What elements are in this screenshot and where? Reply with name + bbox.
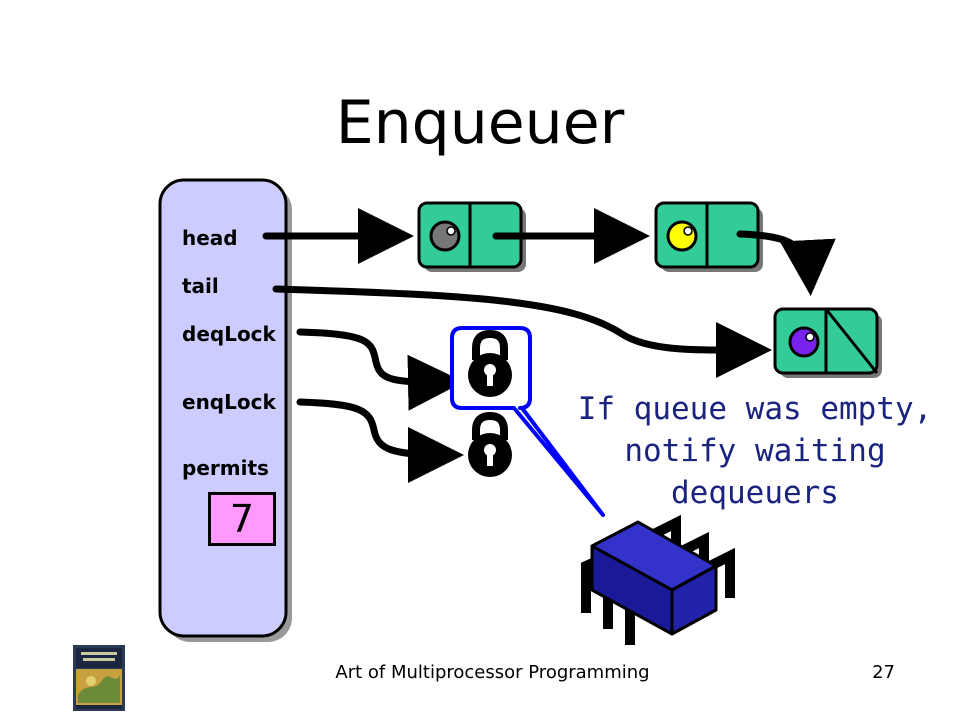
footer-title: Art of Multiprocessor Programming bbox=[335, 662, 650, 683]
queue-node-3 bbox=[773, 307, 882, 378]
queue-node-2 bbox=[654, 201, 763, 272]
permits-counter: 7 bbox=[208, 492, 276, 546]
slide-title: Enqueuer bbox=[335, 88, 625, 158]
page-number: 27 bbox=[872, 662, 895, 683]
book-cover-icon bbox=[73, 645, 125, 711]
lock-icon bbox=[468, 411, 512, 477]
queue-node-1 bbox=[417, 201, 526, 272]
field-head: head bbox=[182, 226, 238, 250]
callout-note: If queue was empty, notify waiting deque… bbox=[570, 388, 940, 514]
node-2-next-pointer bbox=[736, 230, 836, 296]
note-line-1: If queue was empty, bbox=[577, 391, 933, 427]
deqlock-pointer bbox=[296, 328, 464, 411]
field-tail: tail bbox=[182, 274, 219, 298]
field-enqlock: enqLock bbox=[182, 390, 276, 414]
node-3-ball bbox=[788, 326, 820, 358]
permits-value: 7 bbox=[229, 497, 255, 541]
node-2-ball bbox=[666, 220, 698, 252]
enqlock-pointer bbox=[296, 398, 464, 483]
tail-pointer bbox=[272, 285, 772, 379]
field-deqlock: deqLock bbox=[182, 322, 276, 346]
node-1-ball bbox=[429, 220, 461, 252]
field-permits: permits bbox=[182, 456, 269, 480]
thread-chip-icon bbox=[581, 514, 735, 645]
lock-icon bbox=[468, 329, 512, 397]
note-line-2: notify waiting bbox=[624, 433, 886, 469]
note-line-3: dequeuers bbox=[671, 475, 839, 511]
